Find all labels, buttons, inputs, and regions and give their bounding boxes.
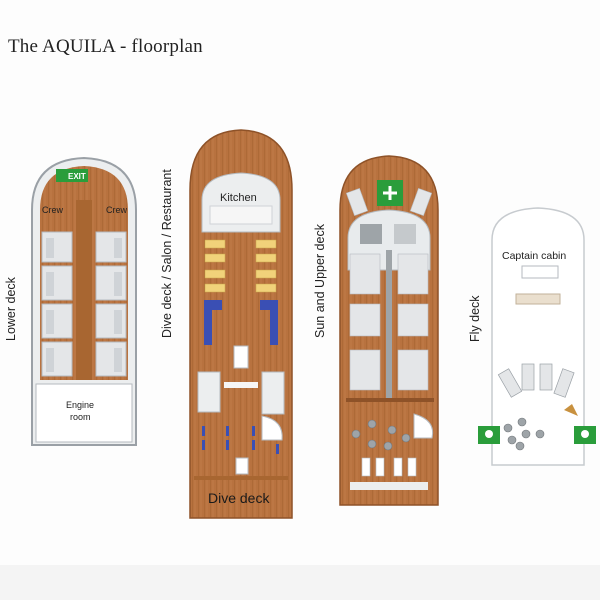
kitchen-label: Kitchen bbox=[220, 192, 257, 204]
crew-label-right: Crew bbox=[106, 205, 128, 215]
engine-room-label-1: Engine bbox=[66, 400, 94, 410]
sofa-right-icon bbox=[260, 300, 278, 345]
lower-deck-plan: EXIT Crew Crew Engine room bbox=[31, 156, 137, 446]
dive-deck-plan: Kitchen Dive deck bbox=[189, 129, 293, 519]
engine-room-label-2: room bbox=[70, 412, 91, 422]
captain-cabin-label: Captain cabin bbox=[502, 250, 566, 262]
exit-sign-label: EXIT bbox=[68, 172, 86, 181]
sun-deck-plan bbox=[339, 155, 439, 506]
exit-sign-icon bbox=[56, 169, 88, 182]
bottom-margin bbox=[0, 565, 600, 600]
page-title: The AQUILA - floorplan bbox=[8, 36, 203, 57]
crew-label-left: Crew bbox=[42, 205, 64, 215]
dive-deck-bottom-label: Dive deck bbox=[208, 490, 270, 506]
fly-deck-plan: Captain cabin bbox=[478, 207, 596, 466]
sofa-left-icon bbox=[204, 300, 222, 345]
